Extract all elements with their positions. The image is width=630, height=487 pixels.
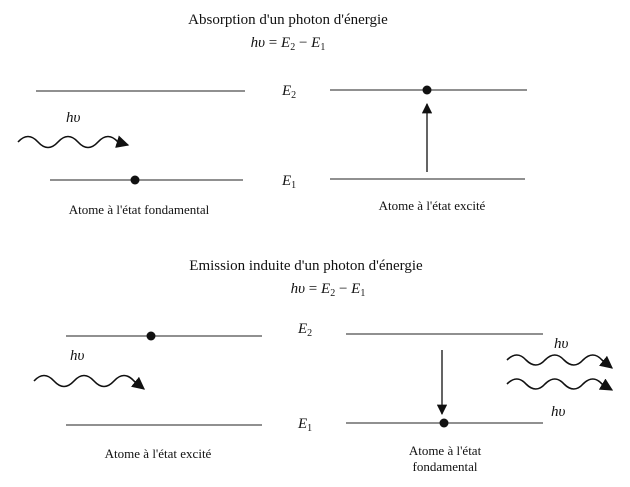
absorption-title: Absorption d'un photon d'énergie <box>188 12 388 28</box>
outgoing-photon-wave-1 <box>506 354 613 369</box>
outgoing-photon-wave-2 <box>506 378 614 391</box>
emission-title: Emission induite d'un photon d'énergie <box>189 258 423 274</box>
emission-photon-label-out-2: hυ <box>551 404 566 420</box>
absorption-right-caption: Atome à l'état excité <box>379 198 486 213</box>
emission-e2-label: E2 <box>297 321 312 339</box>
emission-right-caption-line-1: Atome à l'état <box>409 443 482 458</box>
incoming-photon-wave <box>33 374 145 390</box>
emission-right-caption-line-2: fondamental <box>413 459 478 474</box>
absorption-equation: hυ = E2 − E1 <box>251 35 326 53</box>
emission-e1-label: E1 <box>297 416 312 434</box>
incoming-photon-wave <box>17 135 130 149</box>
emission-photon-label-out-1: hυ <box>554 336 569 352</box>
electron-dot <box>146 331 156 341</box>
electron-dot <box>130 175 140 185</box>
absorption-section: Absorption d'un photon d'énergie hυ = E2… <box>17 12 527 217</box>
electron-dot <box>439 418 449 428</box>
emission-left-caption: Atome à l'état excité <box>105 446 212 461</box>
emission-section: Emission induite d'un photon d'énergie h… <box>33 258 614 474</box>
absorption-e1-label: E1 <box>281 173 296 191</box>
electron-dot <box>422 85 432 95</box>
emission-photon-label-in: hυ <box>70 348 85 364</box>
emission-equation: hυ = E2 − E1 <box>291 281 366 299</box>
absorption-e2-label: E2 <box>281 83 296 101</box>
absorption-left-caption: Atome à l'état fondamental <box>69 202 210 217</box>
absorption-photon-label: hυ <box>66 110 81 126</box>
